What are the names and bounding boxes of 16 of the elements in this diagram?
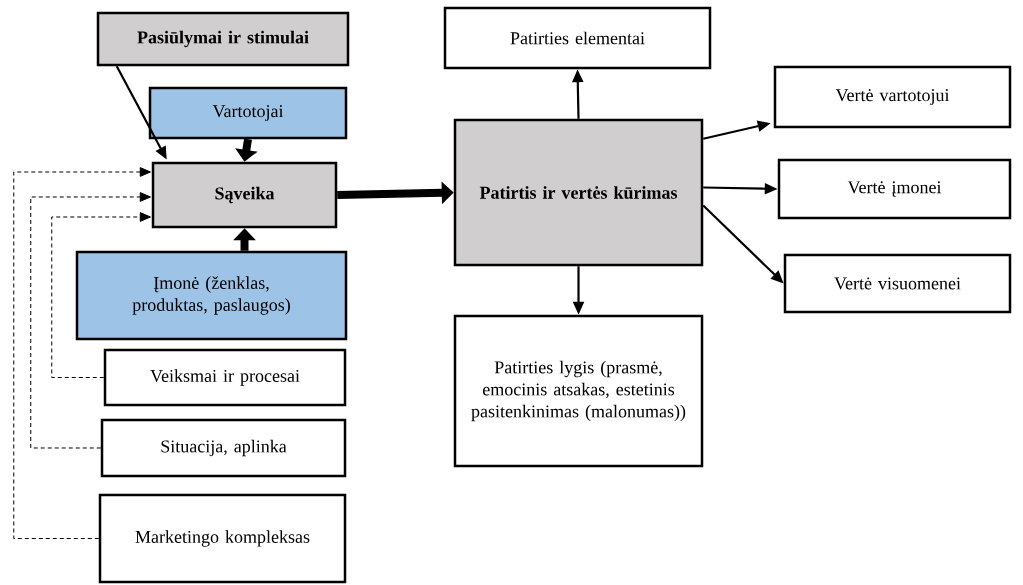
process-box: Patirties lygis (prasmė, emocinis atsakas, estetinis pasitenkinimas (malonumas)) (453, 314, 704, 468)
process-box: Įmonė (ženklas, produktas, paslaugos) (75, 250, 348, 341)
arrow (13, 167, 151, 539)
process-box: Pasiūlymai ir stimulai (96, 11, 350, 67)
process-box: Situacija, aplinka (100, 418, 347, 478)
process-box: Vertė įmonei (777, 158, 1012, 220)
process-box: Sąveika (151, 161, 338, 229)
process-box: Vertė visuomenei (783, 253, 1012, 314)
process-box: Patirties elementai (443, 6, 712, 70)
process-box: Veiksmai ir procesai (103, 348, 347, 407)
process-box: Patirtis ir vertės kūrimas (453, 118, 704, 267)
process-box: Vertė vartotojui (773, 65, 1012, 129)
arrow (51, 212, 151, 378)
process-box: Marketingo kompleksas (98, 493, 347, 584)
arrow (30, 192, 151, 449)
process-box: Vartotojai (148, 86, 348, 140)
